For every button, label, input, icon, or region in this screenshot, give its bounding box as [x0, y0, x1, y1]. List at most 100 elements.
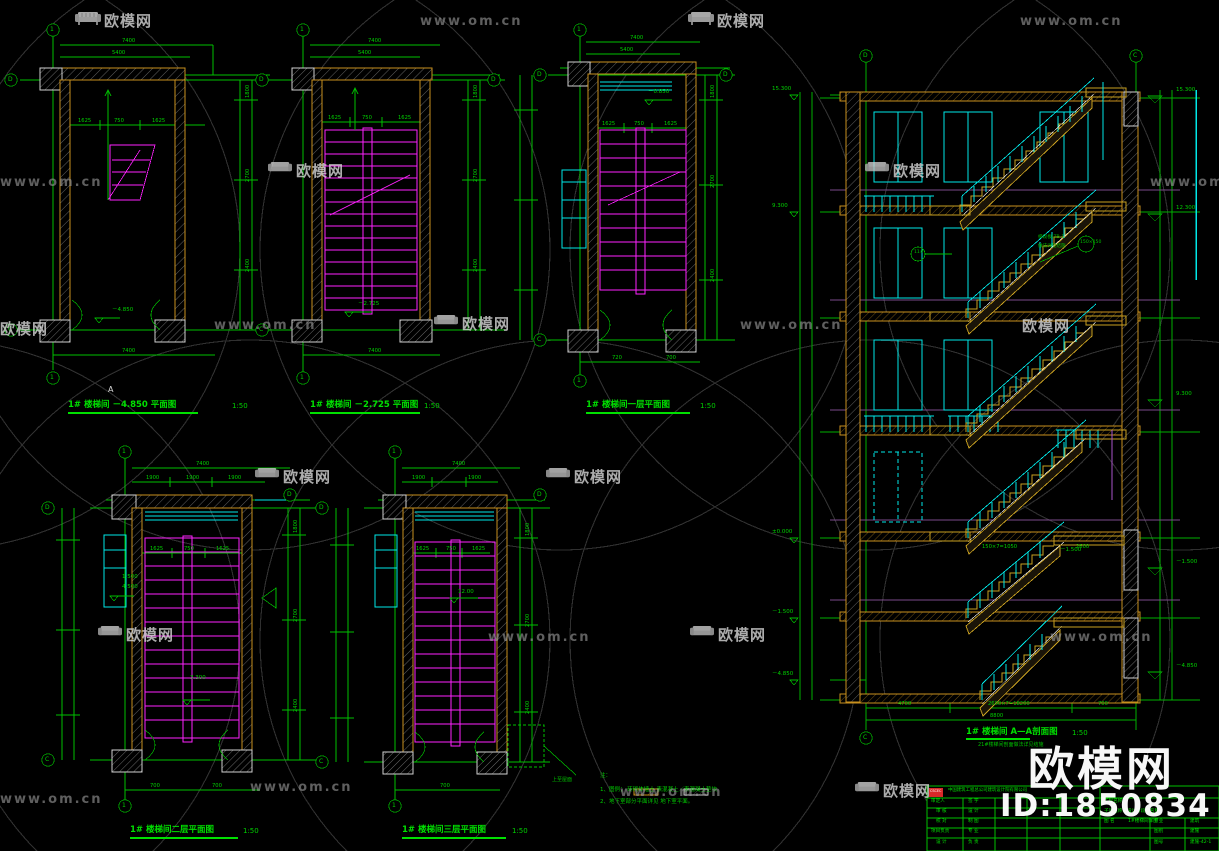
sec-anno-size: 150×150 [1080, 240, 1102, 245]
tb-prof-val: 建筑 [1190, 819, 1200, 824]
plan-b2-dim-top-1: 7400 [368, 38, 382, 44]
plan-f2-dim-top-3: 1900 [186, 475, 200, 481]
plan-f3-dim-top-2: 1900 [412, 475, 426, 481]
sec-elev-l2: 9.300 [772, 203, 788, 209]
plan-f1-dim-top-2: 5400 [620, 47, 634, 53]
plan-f2-dim-r2: 2700 [293, 608, 299, 622]
title-block-badge: CSCEC [930, 789, 942, 793]
plan-f2-dim-bot-2: 700 [212, 783, 222, 789]
plan-f3-geometry [315, 445, 577, 839]
tb-prof-label: 专业 [1154, 819, 1164, 824]
sec-anno-ltb: 梯段板LTB-1 [1038, 235, 1065, 240]
plan-b1-dim-r3: 2400 [245, 258, 251, 272]
plan-f2-dim-r3: 2400 [293, 698, 299, 712]
sec-elev-l5: －4.850 [772, 671, 794, 677]
plan-f1-dim-bot-1: 720 [612, 355, 622, 361]
tb-r1-c2: 设 计 [968, 809, 979, 814]
grid-bubble-d-p2: D [491, 76, 496, 83]
sec-dim-bot-4: 8800 [990, 713, 1004, 719]
notes-heading: 注： [600, 773, 612, 779]
plan-f3-dim-in-1: 1625 [416, 546, 430, 552]
grid-bubble-d: D [259, 76, 264, 83]
plan-f3-dim-in-2: 750 [446, 546, 456, 552]
plan-b2-geometry [255, 23, 505, 414]
plan-f1-scale: 1:50 [700, 402, 716, 410]
sec-anno-riser: 150×7=1050 [982, 544, 1018, 550]
plan-f2-dim-bot-1: 700 [150, 783, 160, 789]
plan-f1-dim-in-3: 1625 [664, 121, 678, 127]
grid-bubble-c: C [8, 326, 13, 333]
plan-f2-dim-r1: 1800 [293, 519, 299, 533]
title-block-frame [926, 785, 1219, 851]
plan-f3-mark-1: 12.00 [458, 589, 474, 595]
grid-bubble-1b: 1 [50, 374, 54, 381]
plan-f3-dim-top-3: 1900 [468, 475, 482, 481]
sec-elev-r4: －1.500 [1176, 559, 1198, 565]
grid-bubble-d-p5: D [537, 491, 542, 498]
plan-f3-title: 1# 楼梯间三层平面图 [402, 825, 486, 835]
plan-f3-mark-2: 上至屋面 [552, 777, 573, 783]
plan-f1-title: 1# 楼梯间一层平面图 [586, 400, 670, 410]
sec-elev-l1: 15.300 [772, 86, 792, 92]
section-aa-subtitle: 21#楼梯间剖面做法详见结施 [978, 742, 1044, 748]
grid-bubble-1b-p5: 1 [392, 802, 396, 809]
grid-bubble-c-p5: C [319, 758, 324, 765]
grid-bubble-d2-p3: D [537, 71, 542, 78]
sec-dim-bot-1: 4700 [898, 701, 912, 707]
plan-b1-title: 1# 楼梯间 －4.850 平面图 [68, 400, 177, 410]
plan-f3-scale: 1:50 [512, 827, 528, 835]
grid-bubble-d2-p5: D [319, 504, 324, 511]
plan-f3-dim-r1: 1800 [525, 522, 531, 536]
notes-line-2: 2、地下室部分平面详见 地下室平面。 [600, 799, 694, 805]
tb-project-label: 工程名称 [1104, 799, 1123, 804]
plan-f2-dim-in-3: 1625 [216, 546, 230, 552]
plan-b2-dim-r3: 2400 [473, 258, 479, 272]
plan-f2-mark-1: 3.300 [190, 675, 206, 681]
plan-b2-dim-r1: 1800 [473, 84, 479, 98]
plan-b1-geometry [4, 23, 275, 414]
tb-r1-c0: 审 核 [936, 809, 947, 814]
tb-r4-c2: 负 责 [968, 840, 979, 845]
grid-bubble-1-p2: 1 [300, 26, 304, 33]
plan-b2-dim-r2: 2700 [473, 168, 479, 182]
sec-elev-l4: －1.500 [772, 609, 794, 615]
grid-bubble-1b-p4: 1 [122, 802, 126, 809]
grid-bubble-1-p5: 1 [392, 448, 396, 455]
tb-drawing-label: 图 名 [1104, 819, 1115, 824]
tb-r2-c0: 校 对 [936, 819, 947, 824]
sec-elev-l3: ±0.000 [772, 529, 793, 535]
tb-r0-c1: 签 字 [968, 799, 979, 804]
grid-bubble-c-p2: C [259, 326, 264, 333]
plan-b2-dim-in-1: 1625 [328, 115, 342, 121]
plan-f3-dim-r3: 2400 [525, 700, 531, 714]
sec-anno-elev: －1.500 [1060, 547, 1082, 553]
section-aa-geometry [789, 49, 1200, 745]
plan-f2-dim-top-2: 1900 [146, 475, 160, 481]
tb-th-label: 图号 [1154, 840, 1164, 845]
sec-anno-ltb-sub: 做法详见结施 [1038, 244, 1066, 249]
plan-b1-dim-r1: 1800 [245, 84, 251, 98]
plan-b1-mark-a: A [108, 385, 114, 394]
plan-f2-geometry [41, 445, 318, 839]
plan-f1-geometry [514, 23, 735, 414]
plan-b2-scale: 1:50 [424, 402, 440, 410]
grid-bubble-c-p4: C [45, 756, 50, 763]
plan-f1-dim-in-1: 1625 [602, 121, 616, 127]
plan-f1-dim-r2: 2700 [710, 174, 716, 188]
tb-drawing-name: 1#楼梯间详图 [1128, 819, 1158, 824]
plan-b1-dim-top-1: 7400 [122, 38, 136, 44]
sec-dim-bot-3: 700 [1098, 701, 1108, 707]
tb-th-val: 建施-42-1 [1190, 840, 1212, 845]
grid-bubble-d2: D [8, 76, 13, 83]
tb-sub-label: 子项名称或设计阶段等名称 [1104, 809, 1160, 814]
grid-bubble-1b-p3: 1 [577, 377, 581, 384]
plan-b1-dim-in-1: 1625 [78, 118, 92, 124]
grid-bubble-1: 1 [50, 26, 54, 33]
tb-r3-c2: 专 业 [968, 829, 979, 834]
notes-legend-swatches [633, 788, 709, 796]
grid-bubble-1-p4: 1 [122, 448, 126, 455]
section-aa-title: 1# 楼梯间 A—A剖面图 [966, 727, 1058, 737]
sec-elev-r3: 9.300 [1176, 391, 1192, 397]
